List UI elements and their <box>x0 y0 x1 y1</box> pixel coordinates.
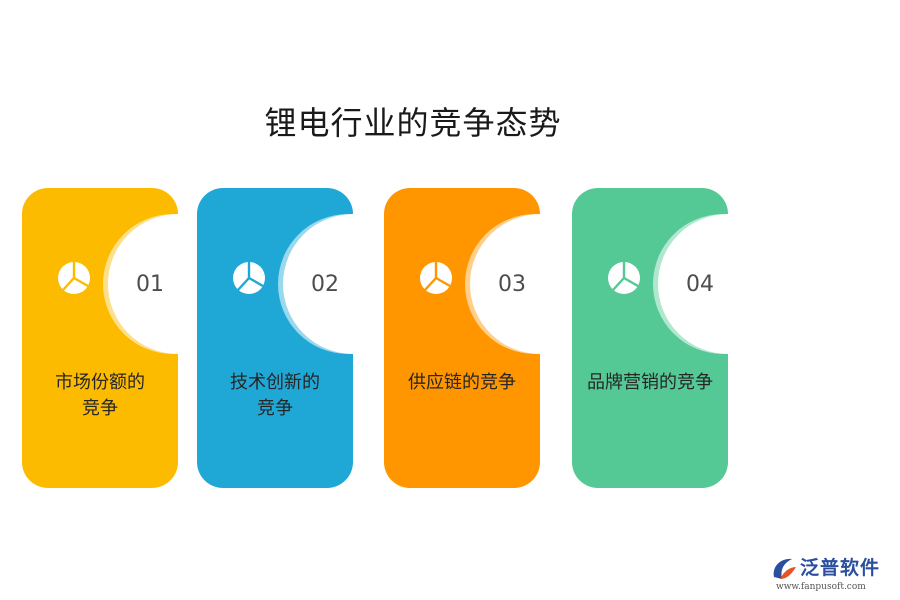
card-market-share: 01 市场份额的 竞争 <box>22 188 178 488</box>
fanpu-logo-icon <box>773 558 796 579</box>
card-number: 01 <box>136 272 164 297</box>
brand-logo: 泛普软件 www.fanpusoft.com <box>770 553 895 595</box>
pie-chart-icon <box>608 262 640 294</box>
card-label-line: 市场份额的 <box>55 372 145 393</box>
pie-chart-icon <box>420 262 452 294</box>
card-label: 市场份额的 竞争 <box>22 370 178 422</box>
card-label-line: 竞争 <box>82 398 118 419</box>
card-number: 04 <box>686 272 714 297</box>
card-label-line: 品牌营销的竞争 <box>587 372 713 393</box>
logo-url-text: www.fanpusoft.com <box>776 582 866 592</box>
card-label: 技术创新的 竞争 <box>197 370 353 422</box>
logo-brand-text: 泛普软件 <box>800 557 881 579</box>
pie-chart-icon <box>233 262 265 294</box>
pie-chart-icon <box>58 262 90 294</box>
card-brand-marketing: 04 品牌营销的竞争 <box>572 188 728 488</box>
card-tech-innovation: 02 技术创新的 竞争 <box>197 188 353 488</box>
card-number: 03 <box>498 272 526 297</box>
card-label: 供应链的竞争 <box>384 370 540 396</box>
card-label: 品牌营销的竞争 <box>572 370 728 396</box>
diagram-title: 锂电行业的竞争态势 <box>264 104 562 142</box>
card-label-line: 技术创新的 <box>230 372 320 393</box>
card-number: 02 <box>311 272 339 297</box>
card-label-line: 供应链的竞争 <box>408 372 516 393</box>
card-supply-chain: 03 供应链的竞争 <box>384 188 540 488</box>
card-label-line: 竞争 <box>257 398 293 419</box>
